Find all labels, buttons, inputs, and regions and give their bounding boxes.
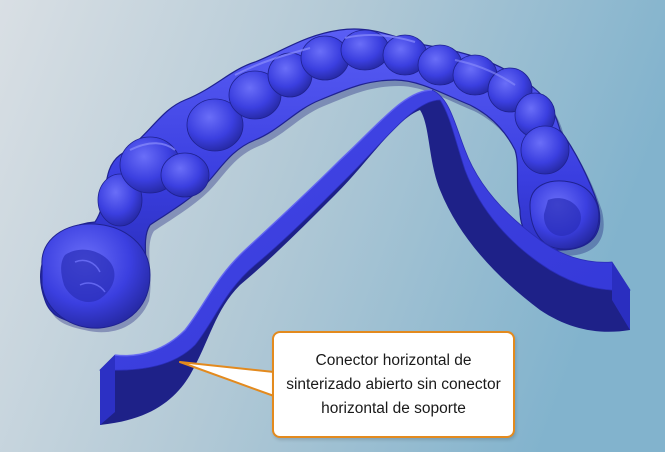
horizontal-connector-bar: [99, 89, 631, 425]
callout-text: Conector horizontal de sinterizado abier…: [286, 351, 501, 417]
dental-bridge: [40, 28, 604, 333]
callout-box: Conector horizontal de sinterizado abier…: [272, 331, 515, 438]
